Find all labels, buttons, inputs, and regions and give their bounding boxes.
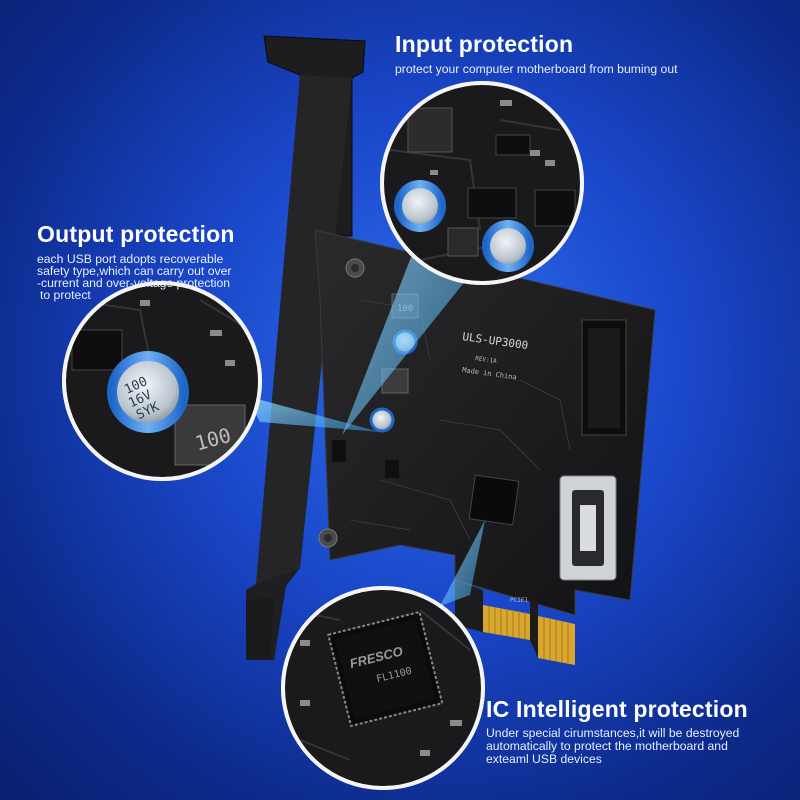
metal-bracket xyxy=(246,35,366,660)
input-protection-description: protect your computer motherboard from b… xyxy=(395,62,678,76)
output-protection-description-line-4: to protect xyxy=(40,288,91,302)
output-protection-title: Output protection xyxy=(37,221,235,247)
ic-protection-title: IC Intelligent protection xyxy=(486,696,748,722)
pcie-slot-label: PCIE1 xyxy=(510,597,528,604)
callout-beams xyxy=(246,234,485,606)
board-revision-label: REV:1A xyxy=(475,355,498,365)
output-protection-description-line-3: -current and over-voltage protection xyxy=(37,276,231,290)
output-protection-magnifier: 100 100 16V SYK xyxy=(62,281,262,481)
output-protection-description-line-2: safety type,which can carry out over xyxy=(37,264,232,278)
ic-protection-magnifier: FRESCO FL1100 xyxy=(281,586,485,790)
input-protection-magnifier xyxy=(380,81,584,285)
ic-protection-description-line-3: exteaml USB devices xyxy=(486,752,602,766)
ic-protection-description-line-1: Under special cirumstances,it will be de… xyxy=(486,726,740,740)
input-protection-title: Input protection xyxy=(395,31,574,57)
ic-protection-description-line-2: automatically to protect the motherboard… xyxy=(486,739,728,753)
output-protection-description-line-1: each USB port adopts recoverable xyxy=(37,252,224,266)
